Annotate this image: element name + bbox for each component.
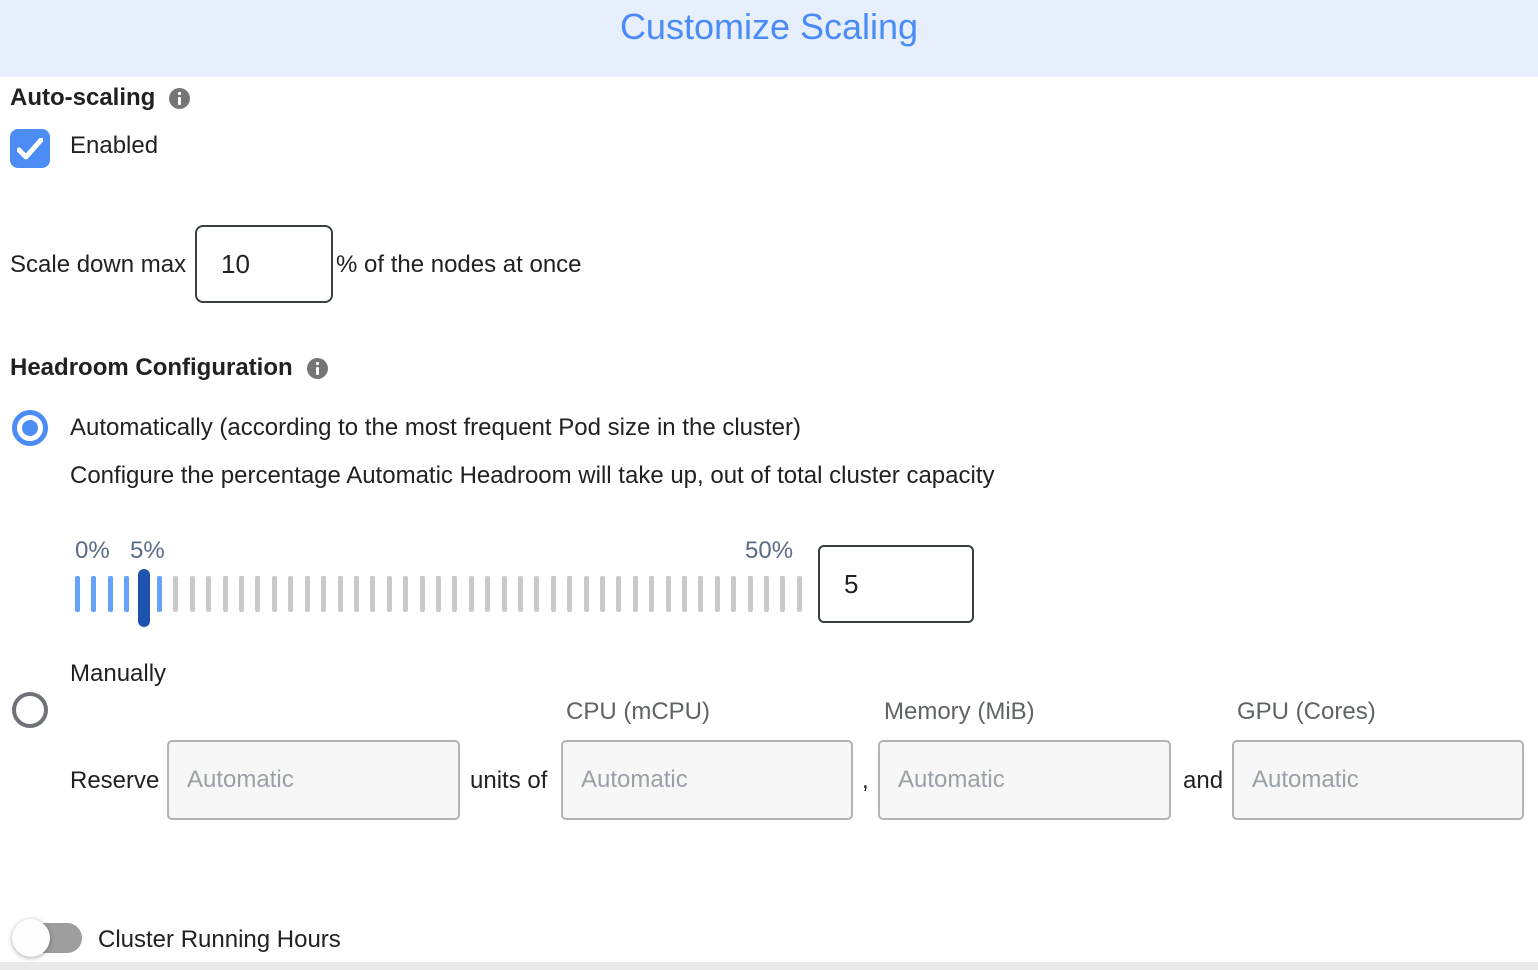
memory-input[interactable] [878,740,1171,820]
headroom-auto-description: Configure the percentage Automatic Headr… [70,462,995,489]
column-header-cpu: CPU (mCPU) [566,698,710,725]
slider-tick [714,576,720,612]
slider-current-label: 5% [130,537,165,564]
auto-scaling-section-header: Auto-scaling [10,84,191,112]
auto-scaling-enabled-checkbox[interactable] [10,129,50,168]
slider-tick [403,576,409,612]
auto-scaling-section-label: Auto-scaling [10,84,156,111]
slider-tick [222,576,228,612]
slider-tick [796,576,802,612]
slider-tick [534,576,540,612]
slider-tick [468,576,474,612]
slider-tick [271,576,277,612]
slider-tick [517,576,523,612]
slider-tick [501,576,507,612]
slider-tick [600,576,605,612]
slider-tick [189,576,195,612]
comma-separator: , [862,767,869,794]
headroom-percentage-input[interactable] [818,545,974,623]
radio-manually[interactable] [12,692,48,728]
slider-handle[interactable] [137,569,150,627]
checkmark-icon [17,137,43,159]
slider-tick [173,576,179,612]
scale-down-prefix-label: Scale down max [10,251,187,278]
radio-automatically-label: Automatically (according to the most fre… [70,414,802,441]
slider-tick [386,576,392,612]
slider-tick [485,576,491,612]
panel-header: Customize Scaling [0,0,1538,77]
radio-manually-label: Manually [70,660,167,687]
reserve-label: Reserve [70,767,160,794]
slider-tick [747,576,753,612]
slider-tick [682,576,688,612]
slider-tick [304,576,310,612]
headroom-percentage-slider[interactable] [75,569,802,627]
slider-tick [731,576,737,612]
slider-tick [452,576,458,612]
slider-tick [337,576,343,612]
slider-tick [91,576,97,612]
slider-tick [75,576,80,612]
toggle-knob [12,919,50,957]
bottom-divider [0,962,1538,970]
slider-min-label: 0% [75,537,110,564]
slider-tick [419,576,425,612]
cluster-running-hours-label: Cluster Running Hours [98,926,341,953]
column-header-memory: Memory (MiB) [884,698,1035,725]
slider-tick [321,576,327,612]
slider-tick [435,576,441,612]
slider-tick [780,576,786,612]
slider-tick [206,576,212,612]
slider-tick [239,576,245,612]
slider-tick [353,576,359,612]
scale-down-suffix-label: % of the nodes at once [336,251,582,278]
slider-tick [255,576,261,612]
reserve-units-input[interactable] [167,740,460,820]
column-header-gpu: GPU (Cores) [1237,698,1376,725]
and-label: and [1183,767,1224,794]
slider-tick [370,576,376,612]
cpu-input[interactable] [561,740,853,820]
info-icon[interactable] [306,357,328,379]
headroom-section-header: Headroom Configuration [10,354,328,382]
slider-tick [157,576,163,612]
slider-tick [764,576,770,612]
slider-tick [632,576,638,612]
slider-tick [616,576,622,612]
gpu-input[interactable] [1232,740,1524,820]
page-title: Customize Scaling [619,6,919,47]
enabled-label: Enabled [70,132,159,159]
slider-tick [665,576,671,612]
slider-tick [550,576,556,612]
headroom-section-label: Headroom Configuration [10,354,293,381]
slider-tick [583,576,589,612]
slider-tick [288,576,294,612]
slider-tick [649,576,655,612]
info-icon[interactable] [169,87,191,109]
slider-tick [567,576,573,612]
slider-tick [124,576,130,612]
radio-automatically[interactable] [12,410,48,446]
slider-tick [107,576,113,612]
scale-down-max-input[interactable] [195,225,333,303]
units-of-label: units of [470,767,548,794]
slider-tick [698,576,704,612]
slider-max-label: 50% [745,537,794,564]
